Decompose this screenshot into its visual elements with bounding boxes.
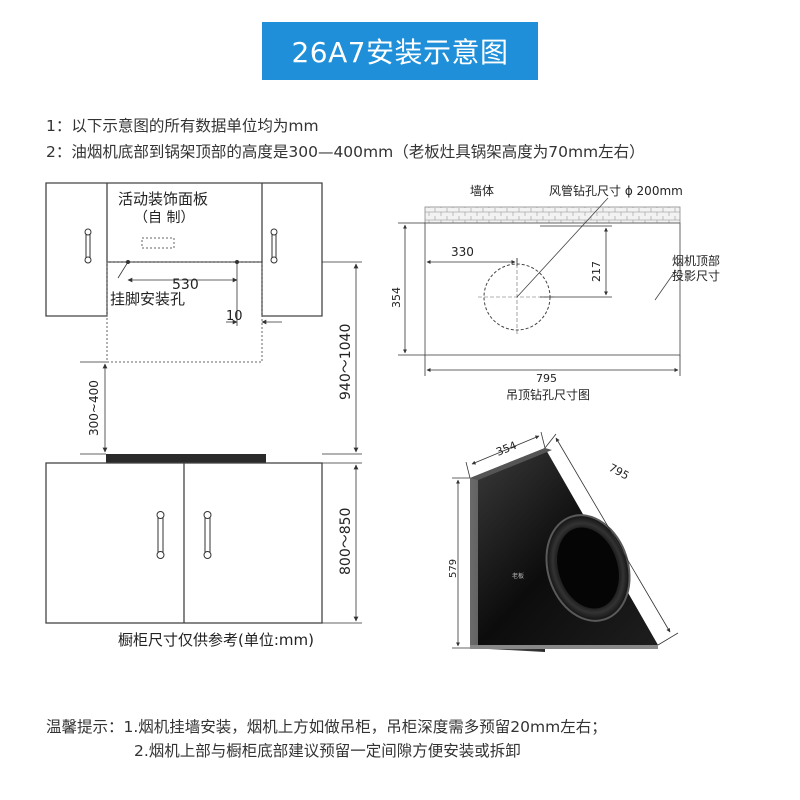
dim-line-800-850 <box>322 462 362 624</box>
top-proj-label-1: 烟机顶部 <box>672 253 720 268</box>
hood-dashed-outline <box>106 237 263 363</box>
upper-right-handle <box>270 228 278 264</box>
dim-label-10: 10 <box>226 309 243 324</box>
brand-logo: 老板 <box>512 572 524 580</box>
upper-left-handle <box>84 228 92 264</box>
pipe-leader <box>516 197 609 298</box>
dim-line-940-1040 <box>322 261 362 455</box>
upper-cabinet <box>45 182 323 317</box>
note-1: 1：以下示意图的所有数据单位均为mm <box>46 117 319 135</box>
hood-dim-label-795: 795 <box>607 461 632 482</box>
pipe-label: 风管钻孔尺寸 ϕ 200mm <box>549 183 683 198</box>
hook-label: 挂脚安装孔 <box>110 290 185 308</box>
dim-line-300-400 <box>80 361 108 455</box>
dim-label-530: 530 <box>172 277 199 293</box>
hood-dim-label-579: 579 <box>448 559 459 578</box>
hood-dim-354 <box>465 431 546 479</box>
tips-line-2: 2.烟机上部与橱柜底部建议预留一定间隙方便安装或拆卸 <box>134 742 521 760</box>
dim-label-217: 217 <box>590 261 603 282</box>
hood-dim-label-354: 354 <box>494 439 518 459</box>
note-2: 2：油烟机底部到锅架顶部的高度是300—400mm（老板灶具锅架高度为70mm左… <box>46 143 645 161</box>
dim-label-795: 795 <box>536 372 557 385</box>
tips-line-1: 温馨提示：1.烟机挂墙安装，烟机上方如做吊柜，吊柜深度需多预留20mm左右； <box>46 715 607 737</box>
dim-label-940-1040: 940～1040 <box>338 324 354 400</box>
hood-top-projection <box>424 222 681 356</box>
hood-dim-795 <box>544 433 679 646</box>
lower-left-handle <box>156 511 165 559</box>
tips-label: 温馨提示： <box>46 718 124 736</box>
dim-label-330: 330 <box>451 245 474 259</box>
dim-label-800-850: 800～850 <box>338 508 354 575</box>
dim-label-354: 354 <box>390 287 403 308</box>
panel-label-2: （自 制） <box>134 210 194 226</box>
dim-line-10 <box>226 262 282 326</box>
dim-line-354 <box>398 222 425 356</box>
tips-text-1: 1.烟机挂墙安装，烟机上方如做吊柜，吊柜深度需多预留20mm左右； <box>123 718 607 736</box>
page-title: 26A7安装示意图 <box>262 22 538 80</box>
lower-right-handle <box>203 511 212 559</box>
dim-line-217 <box>540 225 612 298</box>
lower-cabinet <box>45 462 323 624</box>
wall-label: 墙体 <box>470 184 494 198</box>
panel-label-1: 活动装饰面板 <box>118 190 208 208</box>
hood-dim-579 <box>452 477 470 649</box>
top-proj-label-2: 投影尺寸 <box>672 268 720 283</box>
dim-label-300-400: 300~400 <box>87 380 101 436</box>
hood-bottom-strip <box>470 645 658 649</box>
cabinet-caption: 橱柜尺寸仅供参考(单位:mm) <box>118 631 314 649</box>
dim-line-795 <box>424 355 681 376</box>
gas-stove <box>106 454 266 463</box>
top-proj-leader <box>654 269 677 301</box>
ceiling-caption: 吊顶钻孔尺寸图 <box>506 387 590 402</box>
dim-line-330 <box>426 258 518 266</box>
